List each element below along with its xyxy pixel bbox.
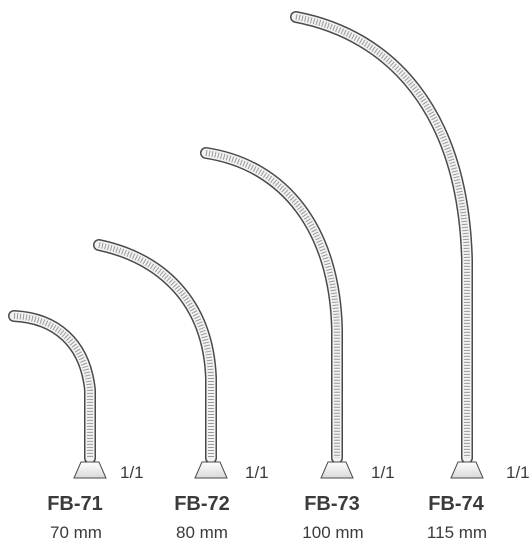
model-code-fb-72: FB-72	[174, 493, 230, 515]
jaw-serration	[205, 150, 340, 458]
length-fb-73: 100 mm	[302, 523, 363, 542]
jaw-base	[450, 461, 484, 479]
instrument-fb-73	[200, 147, 354, 479]
length-fb-74: 115 mm	[427, 523, 487, 542]
jaw-base	[194, 461, 228, 479]
scale-label-fb-73: 1/1	[371, 463, 395, 482]
length-fb-71: 70 mm	[50, 523, 102, 542]
instrument-fb-72	[93, 239, 228, 479]
jaw-base	[320, 461, 354, 479]
scale-label-fb-72: 1/1	[245, 463, 269, 482]
scale-label-fb-71: 1/1	[120, 463, 144, 482]
jaw-outline	[8, 310, 96, 464]
jaw-outline	[200, 147, 343, 464]
jaw-serration	[98, 242, 214, 458]
jaw-body	[9, 311, 95, 463]
scale-label-fb-74: 1/1	[506, 463, 530, 482]
instrument-fb-71	[8, 310, 107, 479]
model-code-fb-73: FB-73	[304, 493, 360, 515]
jaw-body	[94, 240, 216, 463]
model-code-fb-71: FB-71	[47, 493, 103, 515]
jaw-body	[201, 148, 342, 463]
jaw-outline	[93, 239, 217, 464]
jaw-base	[73, 461, 107, 479]
jaw-serration	[295, 14, 470, 458]
model-code-fb-74: FB-74	[428, 493, 484, 515]
instrument-fb-74	[290, 11, 484, 479]
jaw-serration	[13, 313, 93, 458]
length-fb-72: 80 mm	[176, 523, 228, 542]
